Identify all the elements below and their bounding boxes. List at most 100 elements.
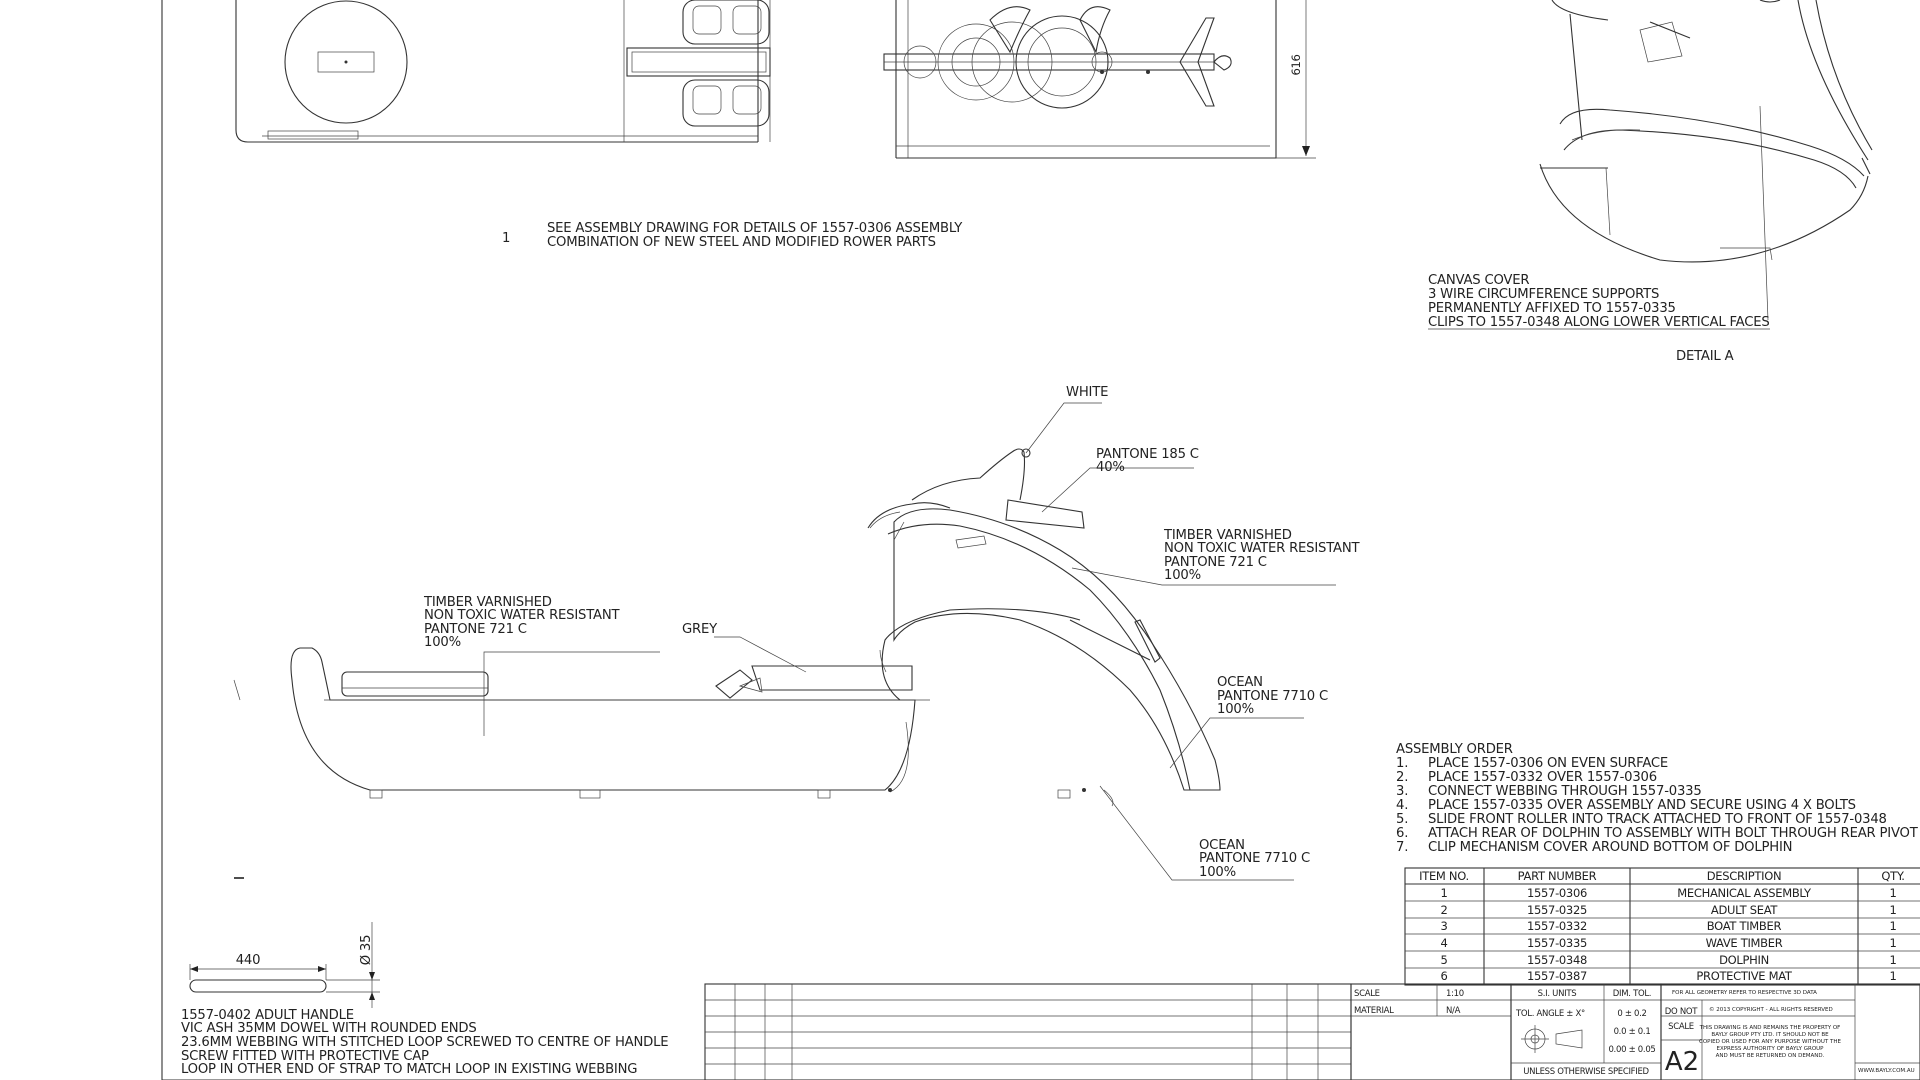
bom-cell-part: 1557-0332 [1527, 919, 1587, 933]
handle-dim-diameter: Ø 35 [359, 935, 374, 966]
bom-cell-description: ADULT SEAT [1711, 903, 1778, 917]
canvas-note-line-4: CLIPS TO 1557-0348 ALONG LOWER VERTICAL … [1428, 315, 1770, 330]
detail-a-label: DETAIL A [1676, 349, 1734, 364]
property-note-line: BAYLY GROUP PTY LTD. IT SHOULD NOT BE [1711, 1032, 1829, 1038]
scale-label: SCALE [1354, 989, 1380, 999]
bom-cell-qty: 1 [1889, 953, 1896, 967]
bom-cell-part: 1557-0348 [1527, 953, 1587, 967]
seat-rollers [682, 0, 770, 127]
handle-note-line-4: SCREW FITTED WITH PROTECTIVE CAP [181, 1049, 429, 1064]
wave-timber-top [881, 608, 1081, 701]
callout-leaders [483, 402, 1336, 881]
bom-cell-item: 5 [1440, 953, 1447, 967]
canvas-note-line-1: CANVAS COVER [1428, 273, 1529, 288]
tolerance-1dp: 0.0 ± 0.1 [1614, 1027, 1651, 1037]
bom-header-description: DESCRIPTION [1707, 869, 1782, 883]
note-1-line-2: COMBINATION OF NEW STEEL AND MODIFIED RO… [547, 235, 936, 250]
assembly-step-number: 3. [1396, 784, 1408, 799]
bom-cell-item: 4 [1440, 936, 1447, 950]
do-not-scale-line-1: DO NOT [1665, 1007, 1698, 1017]
dolphin-head [911, 448, 1026, 501]
bom-cell-part: 1557-0335 [1527, 936, 1587, 950]
assembly-step-number: 2. [1396, 770, 1408, 785]
bom-header-part-number: PART NUMBER [1518, 869, 1597, 883]
bom-cell-part: 1557-0325 [1527, 903, 1587, 917]
bom-cell-qty: 1 [1889, 936, 1896, 950]
scale-value: 1:10 [1446, 989, 1464, 999]
detail-a-view [1539, 0, 1873, 321]
roller-circle [284, 0, 408, 124]
dimension-616: 616 [1289, 54, 1303, 75]
property-note-line: COPIED OR USED FOR ANY PURPOSE WITHOUT T… [1699, 1039, 1842, 1045]
bom-table-grid [1404, 867, 1920, 986]
bom-cell-item: 2 [1440, 903, 1447, 917]
callout-ocean-upper-line-1: OCEAN [1217, 675, 1263, 690]
seat-top [751, 665, 913, 691]
callout-timber-right-line-4: 100% [1164, 568, 1201, 583]
handle-dim-length: 440 [236, 953, 261, 968]
bom-cell-item: 1 [1440, 886, 1447, 900]
tolerance-2dp: 0.00 ± 0.05 [1608, 1045, 1655, 1055]
callout-ocean-lower-line-3: 100% [1199, 865, 1236, 880]
assembly-step-text: SLIDE FRONT ROLLER INTO TRACK ATTACHED T… [1428, 812, 1887, 827]
callout-ocean-lower-line-2: PANTONE 7710 C [1199, 851, 1310, 866]
assembly-step-text: PLACE 1557-0335 OVER ASSEMBLY AND SECURE… [1428, 798, 1856, 813]
assembly-steps: 1. PLACE 1557-0306 ON EVEN SURFACE 2. PL… [1396, 756, 1919, 855]
bom-cell-part: 1557-0306 [1527, 886, 1587, 900]
handle-dowel [189, 979, 327, 993]
callout-timber-right-line-1: TIMBER VARNISHED [1163, 528, 1292, 543]
callout-ocean-lower-line-1: OCEAN [1199, 838, 1245, 853]
bom-cell-description: WAVE TIMBER [1706, 936, 1783, 950]
note-1-line-1: SEE ASSEMBLY DRAWING FOR DETAILS OF 1557… [547, 221, 963, 236]
assembly-step-text: PLACE 1557-0332 OVER 1557-0306 [1428, 770, 1657, 785]
bom-cell-item: 6 [1440, 969, 1447, 983]
assembly-order-title: ASSEMBLY ORDER [1396, 742, 1513, 757]
assembly-step-number: 4. [1396, 798, 1408, 813]
callout-pantone185-line-2: 40% [1096, 460, 1125, 475]
assembly-step-text: PLACE 1557-0306 ON EVEN SURFACE [1428, 756, 1668, 771]
bom-cell-qty: 1 [1889, 903, 1896, 917]
canvas-note-line-2: 3 WIRE CIRCUMFERENCE SUPPORTS [1428, 287, 1659, 302]
callout-timber-right-line-2: NON TOXIC WATER RESISTANT [1164, 541, 1361, 556]
assembly-step-number: 1. [1396, 756, 1408, 771]
handle-note-line-2: VIC ASH 35MM DOWEL WITH ROUNDED ENDS [181, 1021, 477, 1036]
handle-note-line-3: 23.6MM WEBBING WITH STITCHED LOOP SCREWE… [181, 1035, 668, 1050]
callout-pantone185-line-1: PANTONE 185 C [1096, 447, 1199, 462]
callout-timber-left-line-3: PANTONE 721 C [424, 622, 527, 637]
tol-angle-label: TOL. ANGLE ± X° [1515, 1009, 1585, 1019]
assembly-step-text: CONNECT WEBBING THROUGH 1557-0335 [1428, 784, 1702, 799]
handle-drawing [189, 922, 380, 1008]
callout-timber-right-line-3: PANTONE 721 C [1164, 555, 1267, 570]
bom-header-item-no: ITEM NO. [1419, 869, 1469, 883]
dolphin-body [893, 508, 1221, 791]
handle-note-line-1: 1557-0402 ADULT HANDLE [181, 1008, 354, 1023]
dolphin-top-view [883, 6, 1232, 109]
callout-ocean-upper-line-2: PANTONE 7710 C [1217, 689, 1328, 704]
note-1-number: 1 [502, 231, 510, 246]
assembly-step-number: 7. [1396, 840, 1408, 855]
side-view-drawing [233, 448, 1221, 879]
callout-grey: GREY [682, 622, 718, 637]
unless-specified-note: UNLESS OTHERWISE SPECIFIED [1523, 1067, 1649, 1077]
top-view-drawing [235, 0, 1316, 159]
third-angle-projection-icon [1521, 1025, 1583, 1053]
copyright-notice: © 2013 COPYRIGHT - ALL RIGHTS RESERVED [1709, 1006, 1833, 1013]
material-value: N/A [1446, 1006, 1461, 1016]
bom-cell-item: 3 [1440, 919, 1447, 933]
callout-timber-left-line-2: NON TOXIC WATER RESISTANT [424, 608, 621, 623]
do-not-scale-line-2: SCALE [1668, 1022, 1694, 1032]
protective-mat [341, 671, 489, 697]
bom-cell-qty: 1 [1889, 969, 1896, 983]
si-units-label: S.I. UNITS [1538, 989, 1577, 999]
bom-cell-description: PROTECTIVE MAT [1696, 969, 1792, 983]
sheet-size: A2 [1665, 1047, 1699, 1077]
bom-cell-part: 1557-0387 [1527, 969, 1587, 983]
bom-cell-qty: 1 [1889, 919, 1896, 933]
bom-table: ITEM NO. PART NUMBER DESCRIPTION QTY. 1 … [1419, 869, 1905, 983]
bom-cell-description: MECHANICAL ASSEMBLY [1677, 886, 1812, 900]
canvas-note-line-3: PERMANENTLY AFFIXED TO 1557-0335 [1428, 301, 1676, 316]
dolphin-eye [1021, 448, 1031, 458]
assembly-step-number: 5. [1396, 812, 1408, 827]
bom-cell-description: BOAT TIMBER [1707, 919, 1782, 933]
